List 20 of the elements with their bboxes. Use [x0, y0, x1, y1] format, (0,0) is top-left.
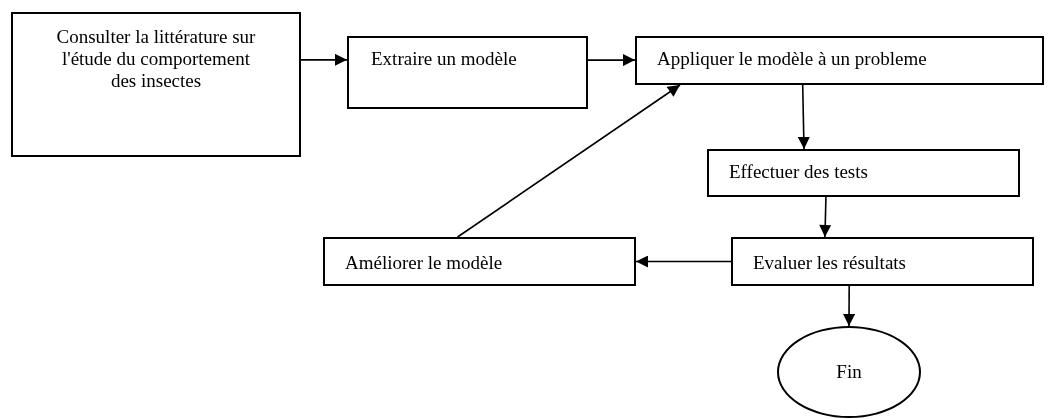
process-box — [11, 12, 301, 157]
process-box — [635, 36, 1044, 85]
arrow — [819, 196, 832, 238]
arrow — [635, 255, 732, 268]
process-box — [707, 149, 1020, 197]
step-label: Consulter la littérature sur l'étude du comportement des insectes — [55, 26, 257, 92]
arrow — [587, 54, 636, 67]
arrow — [797, 84, 810, 150]
step-label: Effectuer des tests — [729, 161, 869, 183]
step-label: Appliquer le modèle à un probleme — [657, 48, 928, 70]
step-label: Evaluer les résultats — [753, 252, 907, 274]
process-box — [731, 237, 1034, 286]
step-label: Améliorer le modèle — [345, 252, 504, 274]
process-box — [347, 36, 588, 109]
arrow — [843, 285, 856, 327]
step-label: Extraire un modèle — [371, 48, 518, 70]
arrow — [300, 53, 348, 66]
process-box — [323, 237, 636, 286]
arrow — [456, 84, 681, 238]
step-label: Fin — [836, 361, 862, 383]
